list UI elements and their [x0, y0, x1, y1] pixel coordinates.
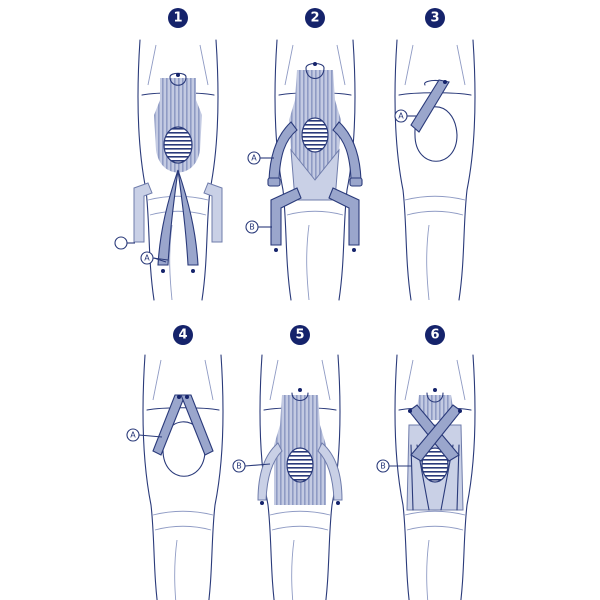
step-4-badge: 4 [173, 325, 193, 345]
tape-strip-b-right [317, 442, 343, 501]
tape-strip-b-left [270, 187, 302, 246]
leg-outline [394, 39, 476, 301]
patella-icon [286, 447, 314, 483]
svg-text:2: 2 [310, 11, 319, 26]
step-2-label-a: A [247, 151, 274, 165]
step-1 [133, 39, 223, 301]
tape-strip-a-left [152, 394, 186, 456]
step-3-label-a: A [394, 109, 417, 123]
step-6-label-b: B [376, 459, 412, 473]
svg-text:A: A [398, 112, 404, 121]
step-5-badge: 5 [290, 325, 310, 345]
patella-icon [421, 447, 449, 483]
patella-icon [163, 126, 193, 164]
svg-text:3: 3 [430, 11, 439, 26]
step-1-badge: 1 [168, 8, 188, 28]
tape-strip-a-left [157, 169, 179, 266]
leg-outline [142, 354, 224, 600]
svg-text:B: B [236, 462, 242, 471]
step-4-label-a: A [126, 428, 163, 442]
step-6-badge: 6 [425, 325, 445, 345]
tape-strip-a [410, 79, 450, 133]
svg-text:A: A [130, 431, 136, 440]
tape-strip-right-folded [203, 182, 223, 243]
step-2-label-b: B [245, 220, 272, 234]
step-3-badge: 3 [425, 8, 445, 28]
tape-strip-a-right [177, 169, 199, 266]
svg-text:B: B [249, 223, 255, 232]
svg-text:B: B [380, 462, 386, 471]
tape-strip-b-right [328, 187, 360, 246]
tape-strip-a-right [180, 394, 214, 456]
tape-strip-left-folded [133, 182, 153, 243]
step-6 [394, 354, 476, 600]
svg-text:5: 5 [295, 328, 304, 343]
svg-text:A: A [251, 154, 257, 163]
step-2 [267, 39, 363, 301]
svg-text:1: 1 [173, 11, 182, 26]
svg-text:6: 6 [430, 328, 439, 343]
tape-strip-a-right [410, 404, 462, 462]
svg-text:A: A [144, 254, 150, 263]
step-5 [257, 354, 343, 600]
tape-strip-b-left [257, 442, 283, 501]
patella-icon [301, 117, 329, 153]
step-1-label-a: A [114, 236, 169, 265]
svg-text:4: 4 [178, 328, 187, 343]
step-2-badge: 2 [305, 8, 325, 28]
step-3 [394, 39, 476, 301]
step-5-label-b: B [232, 459, 271, 473]
step-4 [142, 354, 224, 600]
